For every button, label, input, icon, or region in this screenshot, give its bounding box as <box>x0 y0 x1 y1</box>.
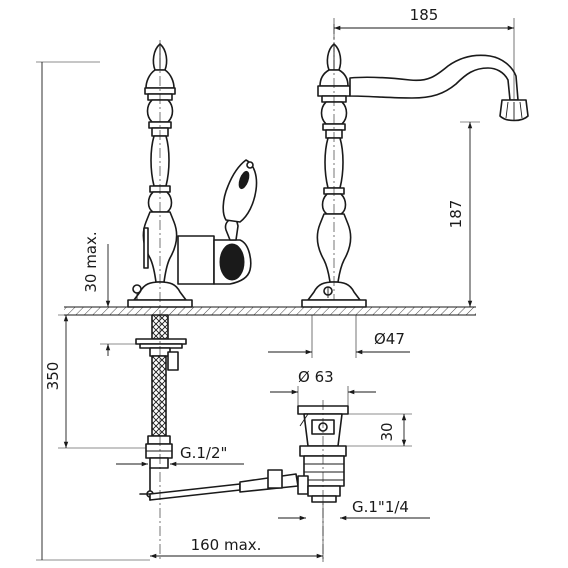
dim-spout-height-label: 187 <box>447 200 465 229</box>
dim-drain-height-label: 30 <box>378 422 396 441</box>
faucet-side-view <box>301 43 529 308</box>
dim-supply-thread-label: G.1/2" <box>180 444 227 462</box>
dim-drain-diameter-label: Ø 63 <box>298 368 334 386</box>
dim-top-width-label: 185 <box>410 6 439 24</box>
dim-drain-thread-label: G.1"1/4 <box>352 498 409 516</box>
dim-mount-max-label: 30 max. <box>82 231 100 292</box>
dim-rod-length-label: 160 max. <box>191 536 262 554</box>
faucet-front-view <box>127 43 258 308</box>
dim-drain-diameter: Ø 63 <box>270 368 376 406</box>
dim-base-diameter-label: Ø47 <box>374 330 405 348</box>
countertop <box>64 306 476 316</box>
dim-drain-height: 30 <box>338 413 412 447</box>
dim-base-diameter: Ø47 <box>268 315 410 358</box>
dim-rod-length: 160 max. <box>150 500 324 562</box>
dim-top-width: 185 <box>333 6 515 100</box>
dim-spout-height: 187 <box>447 121 480 307</box>
dim-total-depth: 350 <box>36 61 150 561</box>
dim-supply-length <box>58 314 146 449</box>
dim-drain-thread: G.1"1/4 <box>278 498 430 521</box>
dim-total-depth-label: 350 <box>44 362 62 391</box>
dim-supply-thread: G.1/2" <box>116 444 244 467</box>
dim-mount-max: 30 max. <box>82 231 136 356</box>
